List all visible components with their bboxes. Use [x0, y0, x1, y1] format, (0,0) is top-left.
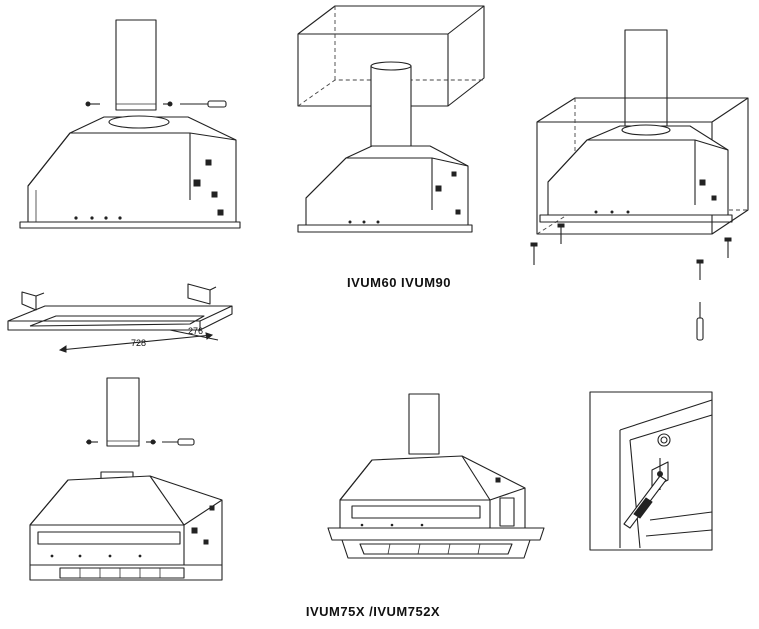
screwdriver-icon: [623, 475, 667, 529]
frame-width-dimension: [169, 329, 219, 341]
model-label-ivum75x-ivum752x: IVUM75X /IVUM752X: [306, 604, 440, 619]
hood-body: [297, 145, 473, 233]
hood-75x-exploded-panel: [29, 377, 223, 581]
mounting-frame-panel: 728 276: [7, 283, 233, 353]
hood-in-cabinet-panel: [297, 5, 485, 233]
hood-body: [327, 455, 545, 559]
screw-icon: [724, 237, 732, 258]
hood-body: [539, 124, 733, 223]
frame-length-label: 728: [131, 338, 146, 348]
screw-icon: [557, 223, 565, 244]
chimney-duct: [115, 19, 157, 111]
hood-mounted-in-cabinet-panel: [530, 29, 749, 341]
model-label-ivum60-ivum90: IVUM60 IVUM90: [347, 275, 451, 290]
screw-icon: [530, 242, 538, 265]
hood-body: [29, 471, 223, 581]
screw-icon: [86, 439, 98, 445]
cabinet-box: [297, 5, 485, 107]
chimney-duct: [106, 377, 140, 447]
screwdriver-icon: [162, 438, 195, 446]
screw-icon: [146, 439, 156, 445]
hood-75x-assembled-panel: [327, 393, 545, 559]
detail-inset-panel: [589, 391, 713, 551]
screw-icon: [85, 101, 100, 107]
frame-bracket: [21, 291, 45, 311]
screwdriver-icon: [180, 100, 227, 108]
chimney-duct: [408, 393, 440, 455]
screw-icon: [163, 101, 173, 107]
screwdriver-icon: [696, 302, 704, 341]
hood-with-chimney-panel: [19, 19, 241, 229]
chimney-duct: [370, 61, 412, 155]
screw-icon: [696, 259, 704, 280]
chimney-duct: [624, 29, 668, 131]
frame-width-label: 276: [188, 326, 203, 336]
frame-bracket: [187, 283, 217, 305]
hood-body: [19, 115, 241, 229]
